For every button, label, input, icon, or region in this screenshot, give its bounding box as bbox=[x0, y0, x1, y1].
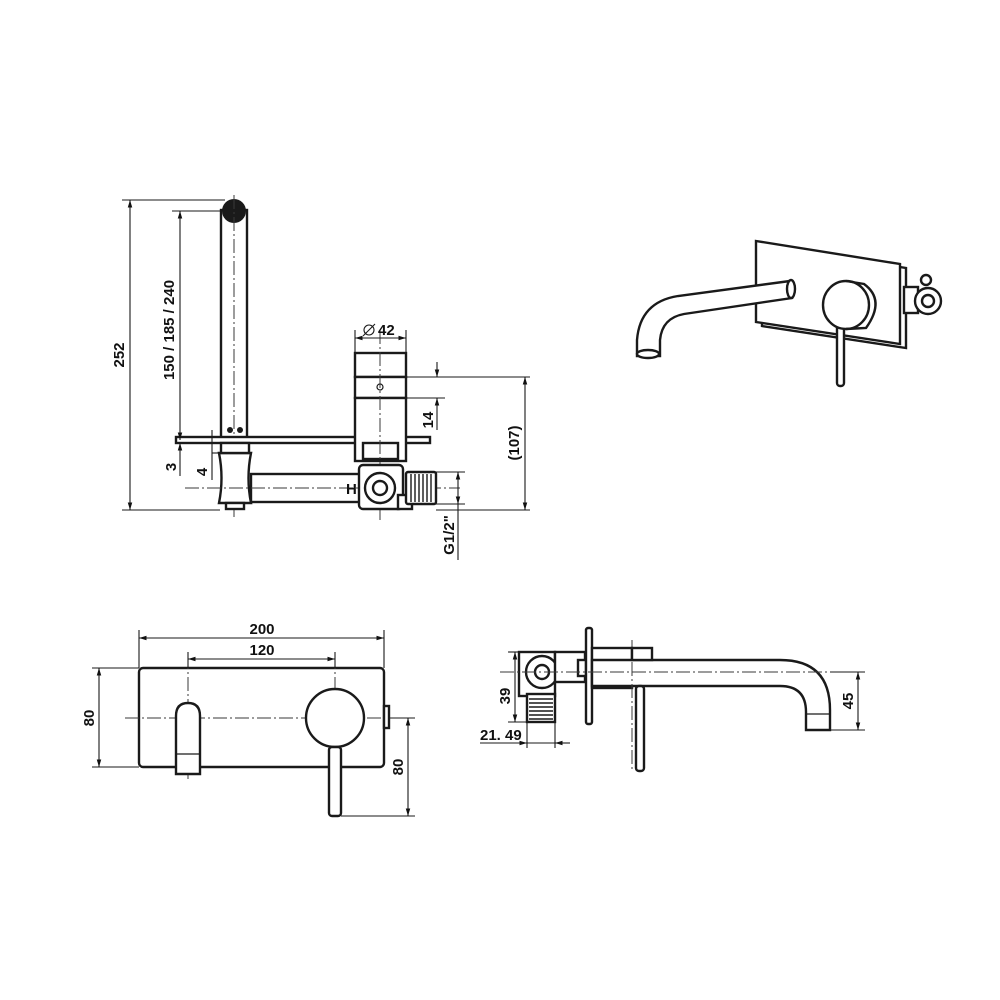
top-spout bbox=[590, 658, 832, 732]
dim-spacing: 120 bbox=[249, 642, 274, 659]
dim-height: 80 bbox=[81, 710, 98, 727]
top-threaded-inlet bbox=[525, 692, 557, 724]
front-handle-knob bbox=[304, 687, 366, 749]
threaded-inlet bbox=[404, 470, 438, 506]
front-spout bbox=[174, 701, 202, 776]
dim-3: 3 bbox=[163, 463, 180, 471]
spout-base bbox=[217, 451, 253, 505]
wall-plate bbox=[174, 435, 432, 445]
dim-39: 39 bbox=[497, 688, 514, 705]
dim-diameter: 42 bbox=[378, 322, 395, 339]
dim-spout-lengths: 150 / 185 / 240 bbox=[161, 280, 178, 380]
dim-45: 45 bbox=[840, 693, 857, 710]
spout-outlet bbox=[222, 199, 246, 223]
isometric-view bbox=[635, 239, 943, 388]
front-view: 200 120 80 80 bbox=[81, 621, 415, 818]
dim-width: 200 bbox=[249, 621, 274, 638]
top-view: 39 21. 49 45 bbox=[480, 626, 865, 773]
dim-thread: G1/2" bbox=[441, 515, 458, 555]
front-handle-lever bbox=[327, 745, 343, 818]
side-view: H 252 150 / 185 / 240 3 bbox=[111, 195, 530, 560]
dim-107: (107) bbox=[506, 425, 523, 460]
top-handle-lever bbox=[634, 684, 646, 773]
dim-total-height: 252 bbox=[111, 342, 128, 367]
iso-handle-knob bbox=[821, 279, 871, 331]
dim-handle: 80 bbox=[390, 759, 407, 776]
dim-21-49: 21. 49 bbox=[480, 727, 522, 744]
dim-4: 4 bbox=[194, 467, 211, 476]
dim-14: 14 bbox=[420, 411, 437, 428]
spout-screw bbox=[227, 427, 233, 433]
hot-label: H bbox=[346, 481, 357, 498]
